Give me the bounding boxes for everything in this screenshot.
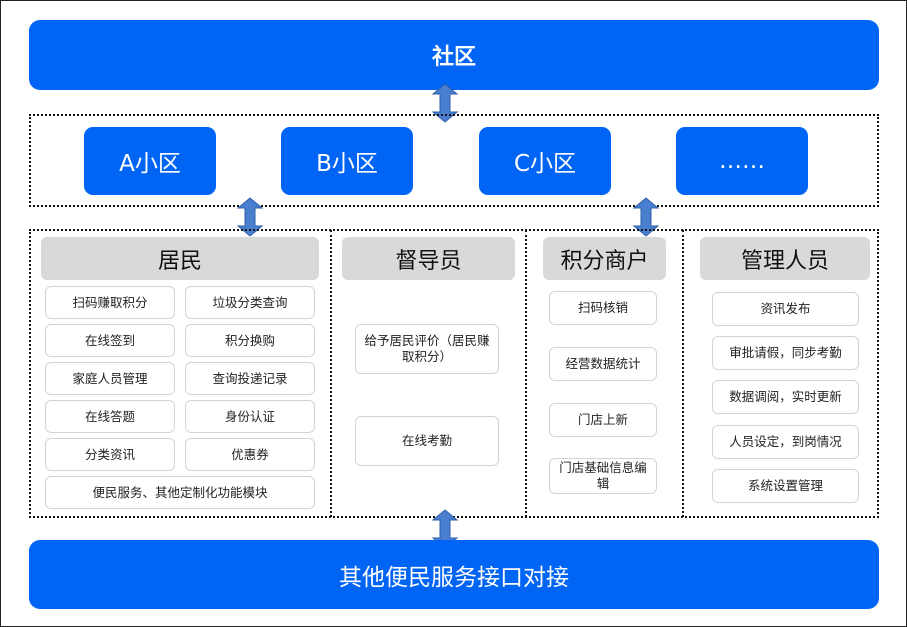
admin-item-publish-news: 资讯发布 — [712, 292, 859, 326]
merchant-item-store-info-edit: 门店基础信息编辑 — [549, 458, 657, 494]
role-supervisor-title: 督导员 — [395, 248, 462, 274]
community-more-label: …… — [719, 148, 765, 174]
roles-divider-3 — [682, 230, 684, 517]
arrow-communities-to-residents — [236, 197, 264, 237]
community-bar-label: 社区 — [431, 45, 476, 70]
communities-group — [29, 114, 879, 207]
residents-item-sorting-news: 分类资讯 — [45, 438, 175, 471]
residents-item-custom-modules: 便民服务、其他定制化功能模块 — [45, 476, 315, 509]
residents-item-online-quiz: 在线答题 — [45, 400, 175, 433]
roles-divider-2 — [525, 230, 527, 517]
merchant-item-business-stats: 经营数据统计 — [549, 347, 657, 381]
community-a-label: A小区 — [119, 151, 181, 177]
residents-item-sorting-query: 垃圾分类查询 — [185, 286, 315, 319]
community-b-label: B小区 — [316, 151, 378, 177]
residents-item-coupons: 优惠券 — [185, 438, 315, 471]
roles-divider-1 — [330, 230, 332, 517]
residents-item-delivery-records: 查询投递记录 — [185, 362, 315, 395]
role-admin-header: 管理人员 — [700, 237, 870, 280]
services-bar-label: 其他便民服务接口对接 — [339, 564, 569, 591]
residents-item-identity-auth: 身份认证 — [185, 400, 315, 433]
supervisor-item-rate-residents: 给予居民评价（居民赚取积分） — [355, 324, 499, 374]
admin-item-leave-approval: 审批请假，同步考勤 — [712, 336, 859, 370]
role-residents-title: 居民 — [157, 248, 202, 274]
role-merchant-title: 积分商户 — [560, 248, 649, 274]
residents-item-online-checkin: 在线签到 — [45, 324, 175, 357]
community-c: C小区 — [479, 127, 611, 195]
supervisor-item-attendance: 在线考勤 — [355, 416, 499, 466]
community-more: …… — [676, 127, 808, 195]
merchant-item-new-products: 门店上新 — [549, 403, 657, 437]
services-bar: 其他便民服务接口对接 — [29, 540, 879, 609]
residents-item-points-exchange: 积分换购 — [185, 324, 315, 357]
role-merchant-header: 积分商户 — [543, 237, 666, 280]
community-bar: 社区 — [29, 20, 879, 90]
role-residents-header: 居民 — [41, 237, 319, 280]
community-b: B小区 — [281, 127, 413, 195]
admin-item-system-settings: 系统设置管理 — [712, 469, 859, 503]
merchant-item-scan-verify: 扫码核销 — [549, 291, 657, 325]
admin-item-staff-settings: 人员设定，到岗情况 — [712, 425, 859, 459]
community-c-label: C小区 — [513, 151, 577, 177]
role-supervisor-header: 督导员 — [342, 237, 515, 280]
admin-item-data-access: 数据调阅，实时更新 — [712, 380, 859, 414]
community-a: A小区 — [84, 127, 216, 195]
role-admin-title: 管理人员 — [740, 248, 829, 274]
residents-item-scan-earn-points: 扫码赚取积分 — [45, 286, 175, 319]
arrow-top-to-communities — [431, 83, 459, 123]
residents-item-family-members: 家庭人员管理 — [45, 362, 175, 395]
arrow-communities-to-merchants — [632, 197, 660, 237]
